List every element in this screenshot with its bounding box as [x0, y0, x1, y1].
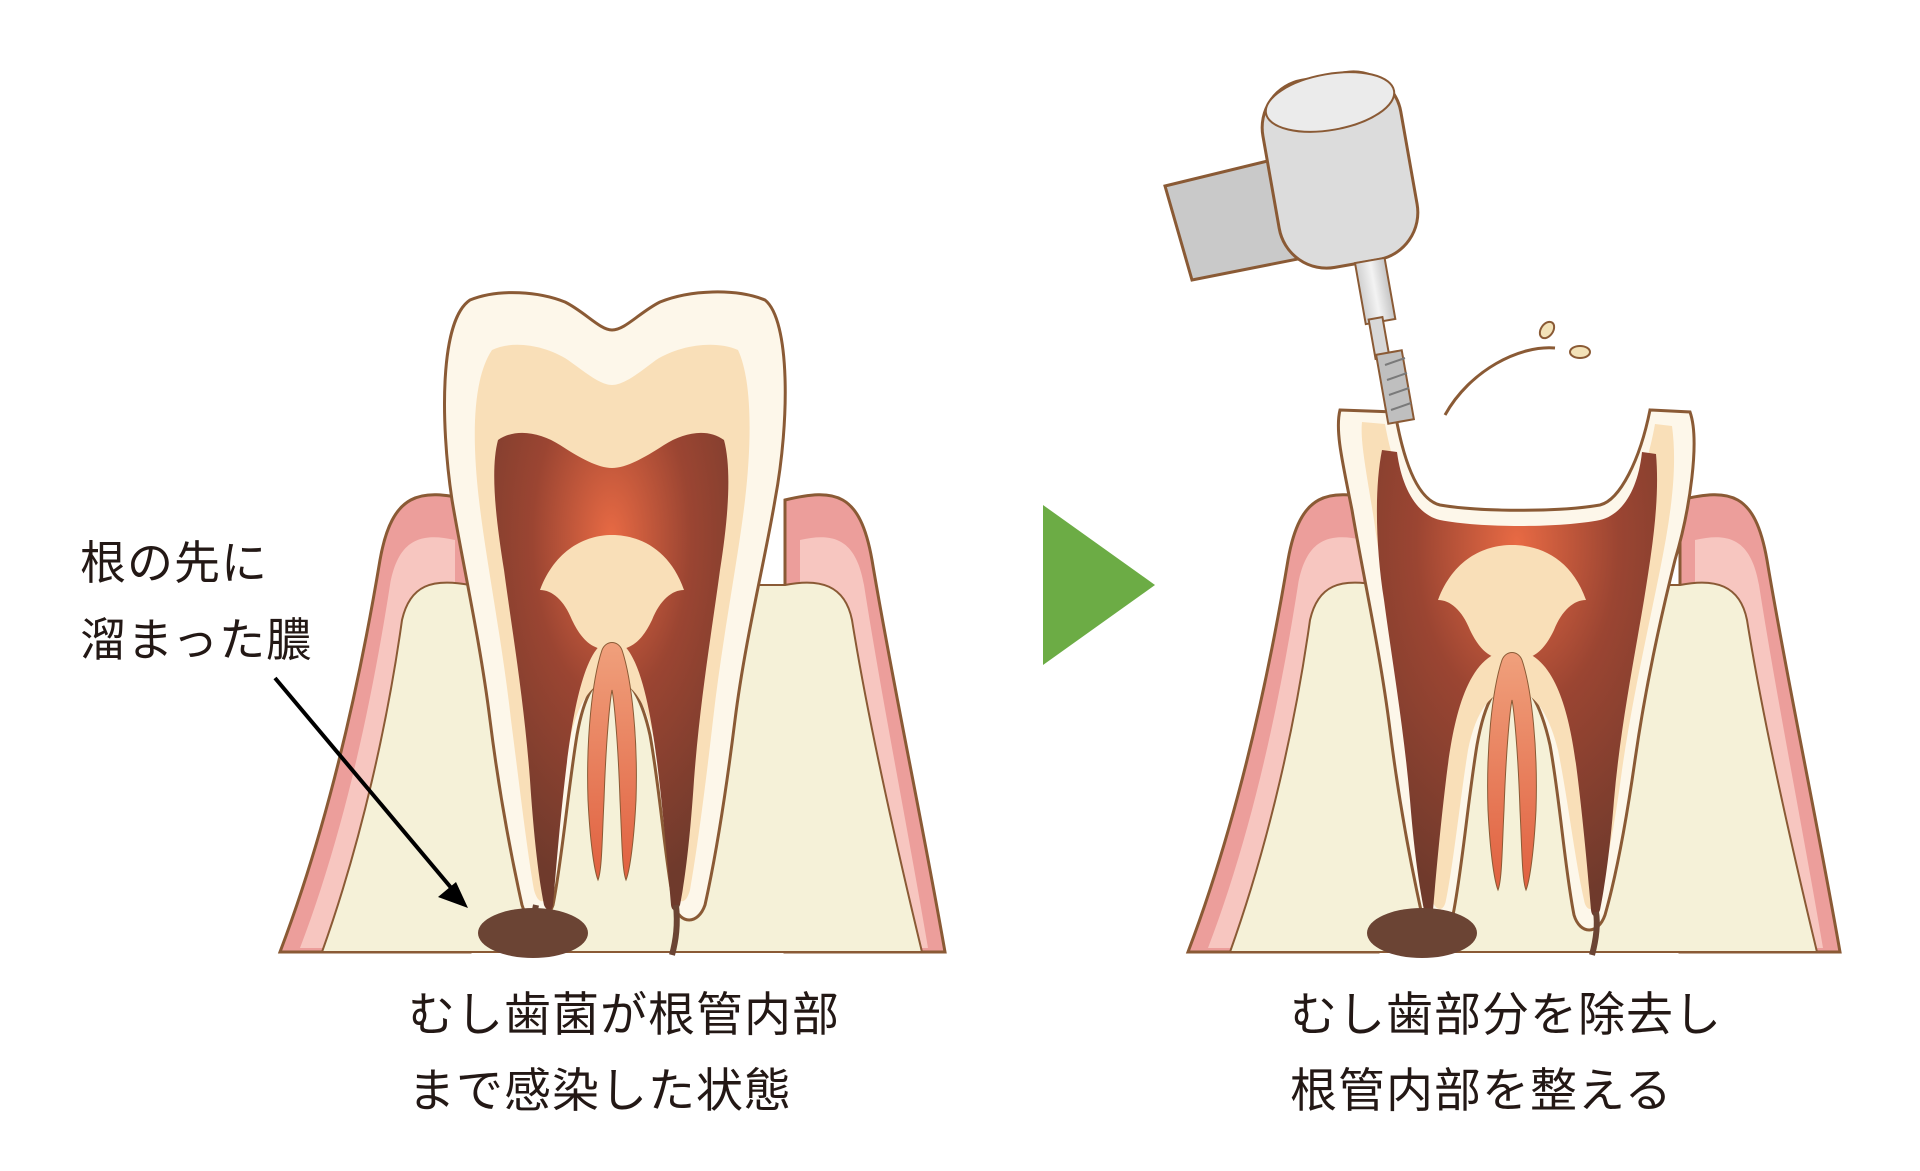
dental-drill-icon [1163, 70, 1420, 425]
left-canal-tip-right [669, 904, 680, 956]
right-canal-inner [1487, 652, 1537, 892]
left-inner-dentin [540, 535, 684, 650]
pus-annotation-label: 根の先に 溜まった膿 [80, 525, 313, 679]
left-caption-line-1: むし歯菌が根管内部 [408, 988, 840, 1043]
right-pus-pocket [1367, 908, 1477, 958]
right-caption-line-2: 根管内部を整える [1290, 1064, 1673, 1119]
left-caption: むし歯菌が根管内部 まで感染した状態 [408, 978, 840, 1130]
right-caption-line-1: むし歯部分を除去し [1290, 988, 1722, 1043]
annotation-line-1: 根の先に [80, 536, 268, 590]
debris-chip-2 [1569, 345, 1591, 359]
drill-bit-flutes [1384, 357, 1412, 411]
annotation-line-2: 溜まった膿 [80, 613, 314, 667]
debris-arc [1443, 346, 1556, 416]
annotation-arrowhead [438, 882, 468, 908]
step-arrow [1043, 505, 1155, 665]
left-pus-pocket [478, 908, 588, 958]
drill-neck [1353, 256, 1397, 326]
debris-chip-1 [1538, 320, 1556, 340]
left-canal-inner [587, 642, 637, 882]
right-caption: むし歯部分を除去し 根管内部を整える [1290, 978, 1722, 1130]
left-tooth-illustration [273, 290, 947, 958]
left-tooth-pulp [494, 432, 729, 911]
drill-head-top [1264, 71, 1396, 133]
right-tooth-pulp [1376, 450, 1658, 916]
left-caption-line-2: まで感染した状態 [408, 1064, 792, 1119]
annotation-arrow-line [273, 676, 455, 892]
right-inner-dentin [1438, 545, 1586, 660]
right-tooth-illustration [1163, 70, 1842, 958]
right-canal-tip-right [1589, 911, 1600, 956]
